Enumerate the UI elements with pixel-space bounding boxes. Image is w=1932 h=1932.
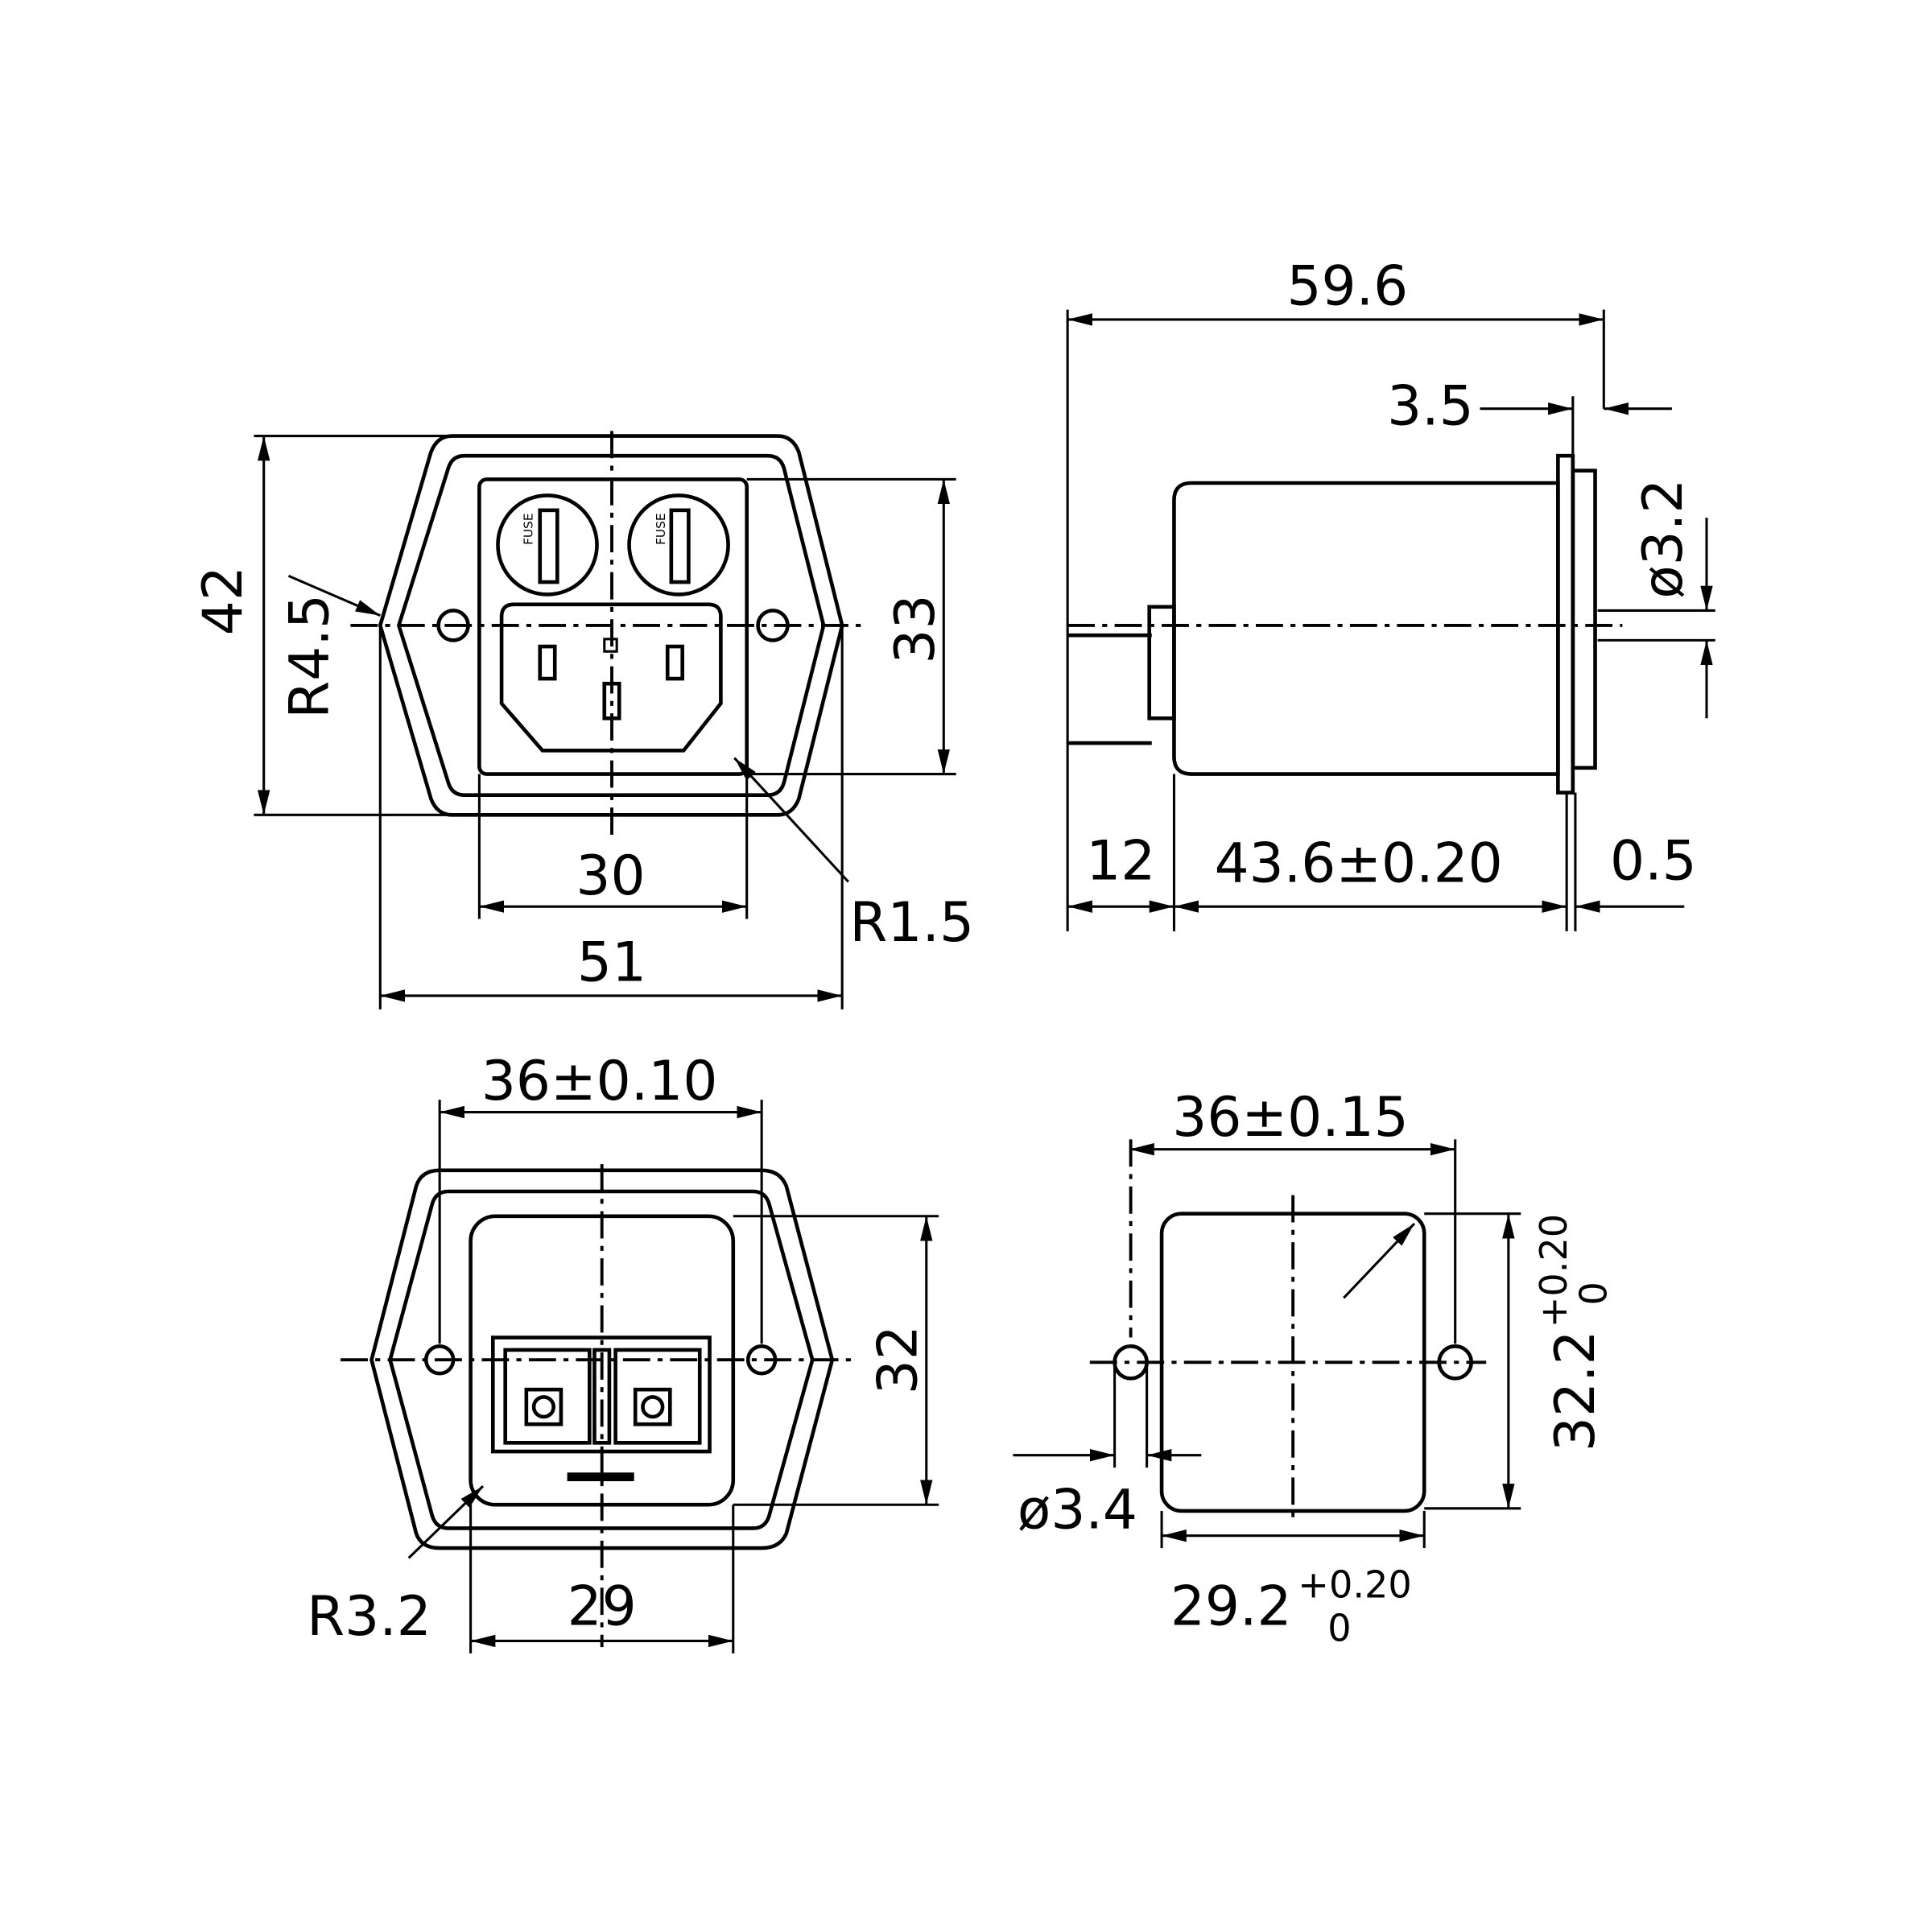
rear-view: 36±0.10 32 29 R3.2 [307,1049,939,1653]
side-view: 59.6 3.5 ø3.2 12 43.6±0.20 0.5 [1066,254,1715,931]
panel-cutout: 36±0.15 32.2 +0.20 0 ø3.4 29.2 +0.20 0 [1013,1085,1615,1649]
dim-29-2-tol-upper: +0.20 [1298,1563,1411,1607]
filter-body [1172,481,1560,776]
dim-12: 12 [1086,828,1155,892]
outer-flange [369,1168,835,1550]
dim-d3-4: ø3.4 [1018,1477,1137,1541]
dim-29: 29 [568,1574,637,1637]
dim-30: 30 [576,844,645,907]
dim-59-6: 59.6 [1286,254,1408,317]
fuse-label: FUSE [654,513,668,545]
pin-left [538,644,557,681]
terminal-right [633,1387,672,1426]
dim-d3-2: ø3.2 [1631,479,1695,599]
fuse-holder-right: FUSE [627,493,730,597]
dim-32-2-tol-upper: +0.20 [1532,1214,1575,1327]
front-view: FUSE FUSE 42 33 30 51 R4.5 R1.5 [191,431,974,1009]
dim-32-2: 32.2 [1543,1330,1607,1451]
dim-3-5: 3.5 [1387,374,1474,438]
dim-r4-5: R4.5 [278,594,341,719]
dim-43-6: 43.6±0.20 [1215,831,1503,894]
dim-32-2-tol-lower: 0 [1571,1282,1615,1305]
outer-flange [378,434,844,817]
dim-32: 32 [865,1325,929,1394]
dim-36-015: 36±0.15 [1172,1085,1409,1149]
dim-36-010: 36±0.10 [481,1049,718,1113]
dim-r3-2: R3.2 [307,1584,431,1648]
fuse-label: FUSE [522,513,536,545]
dim-29-2: 29.2 [1170,1574,1292,1637]
dim-r1-5: R1.5 [849,890,974,954]
iec-inlet [499,602,723,753]
dim-33: 33 [883,594,947,663]
fuse-holder-left: FUSE [496,493,599,597]
dim-42: 42 [191,566,254,635]
dim-29-2-tol-lower: 0 [1327,1606,1351,1649]
dim-0-5: 0.5 [1610,828,1697,892]
pin-right [665,644,684,681]
dim-51: 51 [577,930,646,993]
terminal-left [524,1387,564,1426]
